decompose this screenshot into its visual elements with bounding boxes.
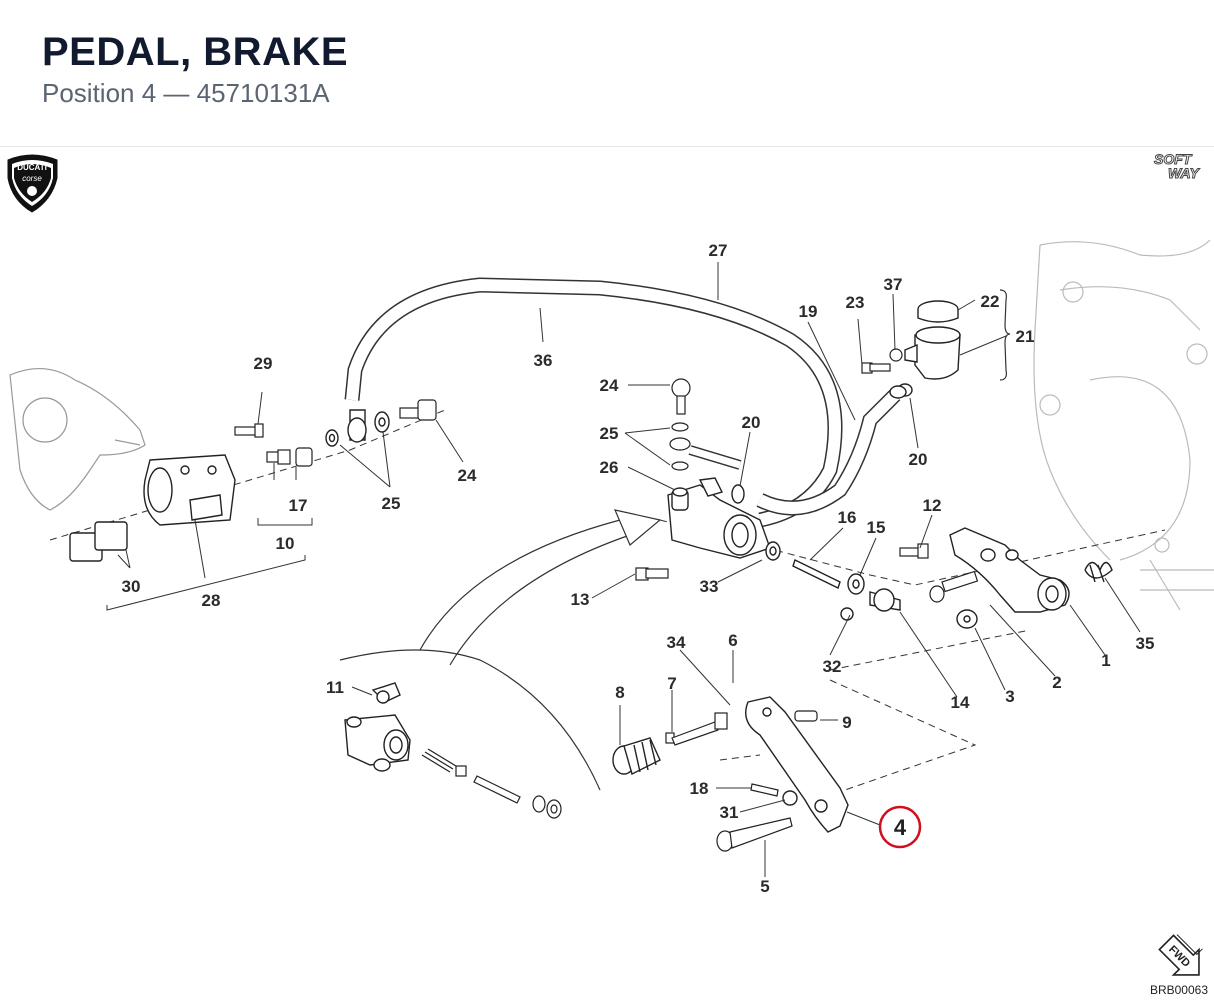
bolt-12 — [899, 543, 929, 559]
fwd-arrow-icon: FWD — [1158, 934, 1203, 976]
callout-6: 6 — [728, 631, 737, 650]
callout-7: 7 — [667, 674, 676, 693]
pin-9 — [794, 710, 818, 722]
engine-outline — [1033, 239, 1214, 611]
page-subtitle: Position 4 — 45710131A — [42, 78, 330, 108]
callout-9: 9 — [842, 713, 851, 732]
clamp-20-b — [889, 385, 907, 399]
assembly-arrow — [339, 509, 662, 791]
logo-text-ducati: DUCATI — [17, 163, 47, 172]
highlight-position-4[interactable]: 4 — [878, 805, 922, 849]
highlight-ring — [878, 805, 922, 849]
header: PEDAL, BRAKE Position 4 — 45710131A — [42, 30, 348, 108]
banjo-bolt-24-left — [399, 399, 437, 421]
callout-36: 36 — [534, 351, 553, 370]
bolt-5-18 — [716, 783, 793, 852]
page-title: PEDAL, BRAKE — [42, 30, 349, 74]
pads-30 — [69, 521, 128, 562]
callout-29: 29 — [254, 354, 273, 373]
logo-text-corse: corse — [22, 174, 42, 183]
callout-11: 11 — [326, 678, 344, 697]
callout-24-b: 24 — [458, 466, 477, 485]
callout-numbers: 1 2 3 5 6 7 8 9 10 11 12 13 14 15 16 17 … — [122, 241, 1155, 896]
callout-5: 5 — [760, 877, 769, 896]
banjo-bolt-24-top — [669, 378, 691, 471]
bleeder-17 — [266, 447, 313, 467]
callout-37: 37 — [884, 275, 903, 294]
callout-15: 15 — [867, 518, 886, 537]
piston-springs — [421, 748, 562, 819]
callout-10: 10 — [276, 534, 295, 553]
bolt-2 — [929, 570, 979, 603]
logo-text-way: WAY — [1168, 165, 1201, 181]
callout-2: 2 — [1052, 673, 1061, 692]
callout-25-a: 25 — [600, 424, 619, 443]
callout-17: 17 — [289, 496, 308, 515]
bracket-21 — [999, 289, 1011, 381]
callout-18: 18 — [690, 779, 709, 798]
boot-8 — [612, 737, 661, 776]
caliper-bracket-outline — [9, 367, 146, 511]
callout-35: 35 — [1136, 634, 1155, 653]
softway-logo: SOFT WAY — [1154, 151, 1202, 182]
bolt-13 — [635, 567, 669, 581]
brake-hose-27-36 — [344, 277, 843, 528]
callout-23: 23 — [846, 293, 865, 312]
parts-33-16-15 — [765, 541, 901, 621]
callout-21: 21 — [1016, 327, 1035, 346]
callout-22: 22 — [981, 292, 1000, 311]
screws-23-37 — [861, 348, 903, 374]
callout-3: 3 — [1005, 687, 1014, 706]
clamp-20-a — [731, 484, 745, 504]
pushrod-7 — [665, 712, 728, 746]
ducati-corse-logo: DUCATI corse — [7, 154, 58, 213]
master-cylinder-26 — [667, 477, 771, 559]
callout-12: 12 — [923, 496, 942, 515]
callout-16: 16 — [838, 508, 857, 527]
logo-text-soft: SOFT — [1154, 151, 1193, 167]
callout-25-b: 25 — [382, 494, 401, 513]
callout-20-b: 20 — [909, 450, 928, 469]
callout-26: 26 — [600, 458, 619, 477]
pedal-pivot-1 — [949, 527, 1070, 613]
callout-20-a: 20 — [742, 413, 761, 432]
pedal-4 — [745, 696, 849, 833]
callout-leaders — [106, 262, 1141, 877]
callout-13: 13 — [571, 590, 590, 609]
reservoir-21 — [897, 300, 961, 397]
callout-1: 1 — [1101, 651, 1110, 670]
callout-19: 19 — [799, 302, 818, 321]
washers-25-left — [325, 409, 390, 447]
hose-fitting — [688, 445, 742, 470]
callout-4: 4 — [894, 815, 907, 840]
bolt-29 — [234, 423, 264, 438]
callout-33: 33 — [700, 577, 719, 596]
rear-master-cylinder-11 — [344, 682, 411, 772]
callout-30: 30 — [122, 577, 141, 596]
spring-35 — [1084, 561, 1113, 583]
callout-34: 34 — [667, 633, 686, 652]
callout-27: 27 — [709, 241, 728, 260]
callout-8: 8 — [615, 683, 624, 702]
callout-31: 31 — [720, 803, 739, 822]
reservoir-hose-19 — [756, 389, 901, 516]
washer-3 — [956, 609, 978, 629]
callout-24-a: 24 — [600, 376, 619, 395]
callout-14: 14 — [951, 693, 970, 712]
header-divider — [0, 146, 1214, 147]
document-code: BRB00063 — [1149, 983, 1208, 997]
callout-28: 28 — [202, 591, 221, 610]
callout-32: 32 — [823, 657, 842, 676]
caliper-28 — [143, 454, 236, 526]
